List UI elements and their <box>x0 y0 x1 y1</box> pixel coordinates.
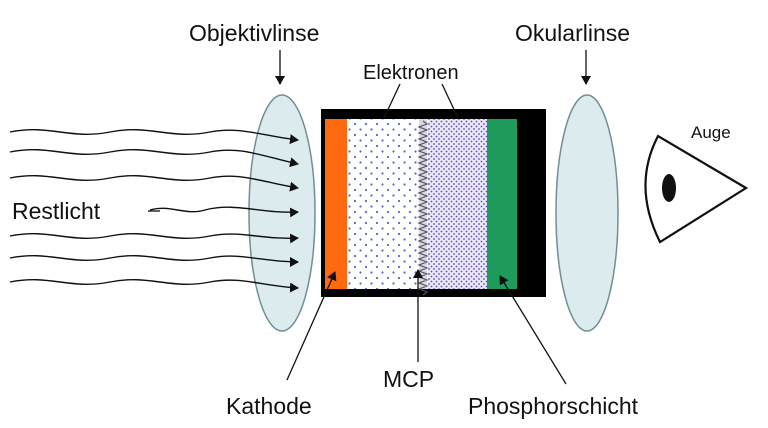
electron-region-sparse <box>347 119 419 289</box>
light-ray <box>9 279 299 293</box>
label-ocular-lens: Okularlinse <box>515 20 630 46</box>
light-ray <box>9 255 299 267</box>
light-ray <box>9 175 299 192</box>
label-residual-light: Restlicht <box>12 198 101 224</box>
label-phosphor-layer: Phosphorschicht <box>468 393 639 419</box>
label-objective-lens: Objektivlinse <box>189 20 319 46</box>
light-ray <box>9 233 299 244</box>
cathode-arrow <box>286 271 337 381</box>
light-ray <box>149 206 299 218</box>
light-ray <box>9 149 299 168</box>
electrons-leader-right <box>441 83 459 119</box>
electron-region-dense <box>428 119 487 289</box>
light-ray <box>9 129 299 145</box>
mcp-channels <box>417 120 429 296</box>
phosphor-arrow <box>499 275 567 385</box>
leader-lines <box>148 50 591 385</box>
label-eye: Auge <box>691 123 731 142</box>
electrons-leader-left <box>383 83 401 119</box>
label-electrons: Elektronen <box>363 62 459 84</box>
light-rays <box>9 129 299 293</box>
objective-lens <box>248 94 316 332</box>
cathode-layer <box>325 119 347 289</box>
label-mcp: MCP <box>383 366 434 392</box>
ocular-lens <box>555 94 619 332</box>
label-cathode: Kathode <box>226 393 312 419</box>
phosphor-layer <box>487 119 517 289</box>
eye-icon <box>644 134 749 244</box>
